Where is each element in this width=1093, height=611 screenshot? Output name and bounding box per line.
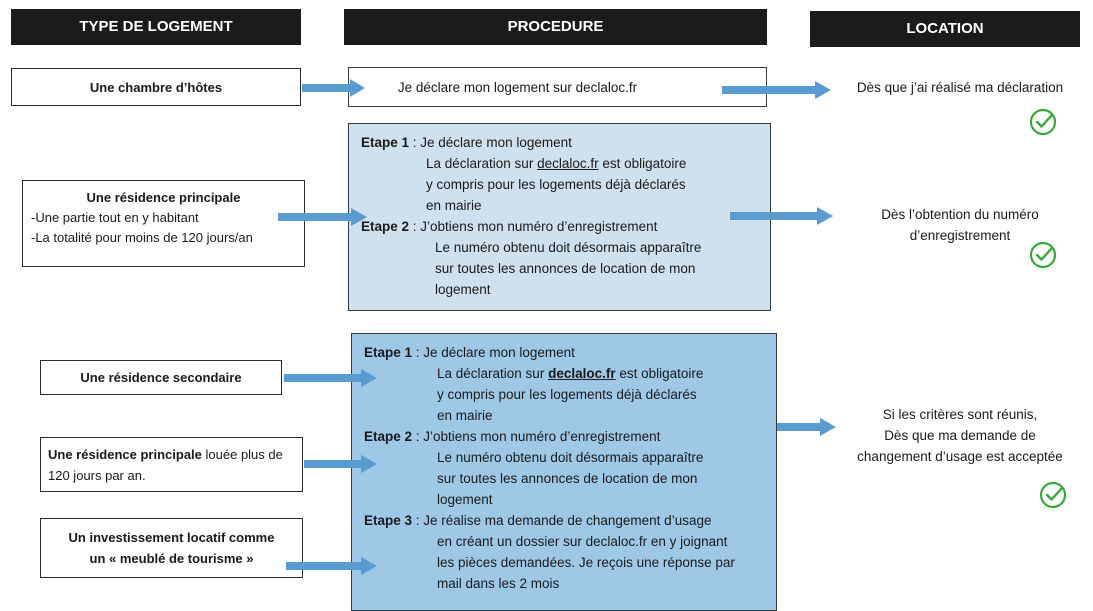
p3-l6: logement [437, 492, 493, 507]
type-investissement-locatif: Un investissement locatif comme un « meu… [40, 518, 303, 578]
location-2-line2: d’enregistrement [909, 228, 1011, 243]
p2-l5: sur toutes les annonces de location de m… [435, 261, 696, 276]
p3-etape3-text: : Je réalise ma demande de changement d’… [412, 513, 712, 528]
check-circle-icon [1029, 108, 1057, 136]
arrow-right-icon [278, 208, 367, 226]
p3-declaloc-link[interactable]: declaloc.fr [548, 366, 616, 381]
p3-etape1-label: Etape 1 [364, 345, 413, 360]
location-1: Dès que j’ai réalisé ma déclaration [830, 77, 1090, 98]
p2-l4: Le numéro obtenu doit désormais apparaît… [435, 240, 702, 255]
type-chambre-label: Une chambre d’hôtes [89, 79, 223, 95]
type-invest-line2: un « meublé de tourisme » [89, 551, 254, 566]
location-2-line1: Dès l’obtention du numéro [881, 207, 1039, 222]
p3-etape1-text: : Je déclare mon logement [412, 345, 575, 360]
p3-l9: mail dans les 2 mois [437, 576, 560, 591]
p3-l7: en créant un dossier sur declaloc.fr en … [437, 534, 728, 549]
arrow-right-icon [730, 207, 833, 225]
type-rp-title: Une résidence principale [86, 190, 241, 205]
location-3: Si les critères sont réunis, Dès que ma … [830, 404, 1090, 467]
arrow-right-icon [304, 455, 377, 473]
type-residence-principale: Une résidence principale -Une partie tou… [22, 180, 305, 267]
type-rp-louee-rest2: 120 jours par an. [48, 468, 146, 483]
p3-l8: les pièces demandées. Je reçois une répo… [437, 555, 735, 570]
header-type-de-logement: TYPE DE LOGEMENT [11, 9, 301, 45]
p3-l1b: est obligatoire [615, 366, 704, 381]
p2-declaloc-link[interactable]: declaloc.fr [537, 156, 599, 171]
p3-l5: sur toutes les annonces de location de m… [437, 471, 698, 486]
p2-etape2-text: : J’obtiens mon numéro d’enregistrement [409, 219, 658, 234]
procedure-box-3: Etape 1 : Je déclare mon logement La déc… [351, 333, 777, 611]
p3-etape2-text: : J’obtiens mon numéro d’enregistrement [412, 429, 661, 444]
p3-etape3-label: Etape 3 [364, 513, 413, 528]
type-residence-secondaire: Une résidence secondaire [40, 360, 282, 395]
p2-etape1-label: Etape 1 [361, 135, 410, 150]
type-secondaire-label: Une résidence secondaire [80, 370, 242, 385]
arrow-right-icon [284, 369, 377, 387]
p3-l3: en mairie [437, 408, 493, 423]
arrow-right-icon [777, 418, 836, 436]
type-rp-louee-rest1: louée plus de [201, 447, 283, 462]
procedure1-text: Je déclare mon logement sur declaloc.fr [397, 79, 638, 95]
header-location: LOCATION [810, 11, 1080, 47]
arrow-right-icon [722, 81, 831, 99]
type-rp-line2: -La totalité pour moins de 120 jours/an [31, 230, 253, 245]
procedure-box-1: Je déclare mon logement sur declaloc.fr [348, 67, 767, 107]
arrow-right-icon [302, 79, 365, 97]
check-circle-icon [1029, 241, 1057, 269]
p2-l1b: est obligatoire [598, 156, 687, 171]
type-rp-line1: -Une partie tout en y habitant [31, 210, 199, 225]
type-rp-louee-bold: Une résidence principale [48, 447, 202, 462]
p3-l2: y compris pour les logements déjà déclar… [437, 387, 697, 402]
check-circle-icon [1039, 481, 1067, 509]
type-residence-principale-louee: Une résidence principale louée plus de 1… [40, 437, 303, 492]
location-3-line3: changement d’usage est acceptée [857, 449, 1063, 464]
type-chambre-hotes: Une chambre d’hôtes [11, 68, 301, 106]
p2-etape1-text: : Je déclare mon logement [409, 135, 572, 150]
arrow-right-icon [286, 557, 377, 575]
p2-l1a: La déclaration sur [426, 156, 538, 171]
p2-l6: logement [435, 282, 491, 297]
location-3-line2: Dès que ma demande de [884, 428, 1036, 443]
p2-etape2-label: Etape 2 [361, 219, 410, 234]
type-invest-line1: Un investissement locatif comme [68, 530, 275, 545]
location-1-text: Dès que j’ai réalisé ma déclaration [856, 80, 1064, 95]
procedure-box-2: Etape 1 : Je déclare mon logement La déc… [348, 123, 771, 311]
p2-l3: en mairie [426, 198, 482, 213]
location-2: Dès l’obtention du numéro d’enregistreme… [830, 204, 1090, 246]
p2-l2: y compris pour les logements déjà déclar… [426, 177, 686, 192]
p3-l1a: La déclaration sur [437, 366, 549, 381]
location-3-line1: Si les critères sont réunis, [882, 407, 1038, 422]
p3-l4: Le numéro obtenu doit désormais apparaît… [437, 450, 704, 465]
header-procedure: PROCEDURE [344, 9, 767, 45]
p3-etape2-label: Etape 2 [364, 429, 413, 444]
